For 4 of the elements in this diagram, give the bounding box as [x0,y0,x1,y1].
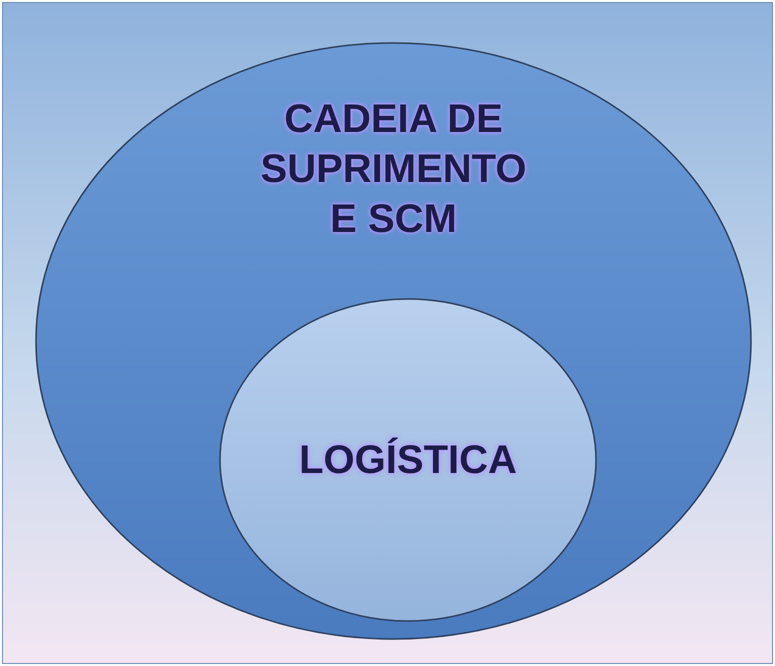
shape-label: CADEIA DE SUPRIMENTO E SCM [260,96,528,243]
outer-ellipse [35,42,752,640]
shape-label: LOGÍSTICA [298,436,518,484]
inner-circle [219,298,597,622]
